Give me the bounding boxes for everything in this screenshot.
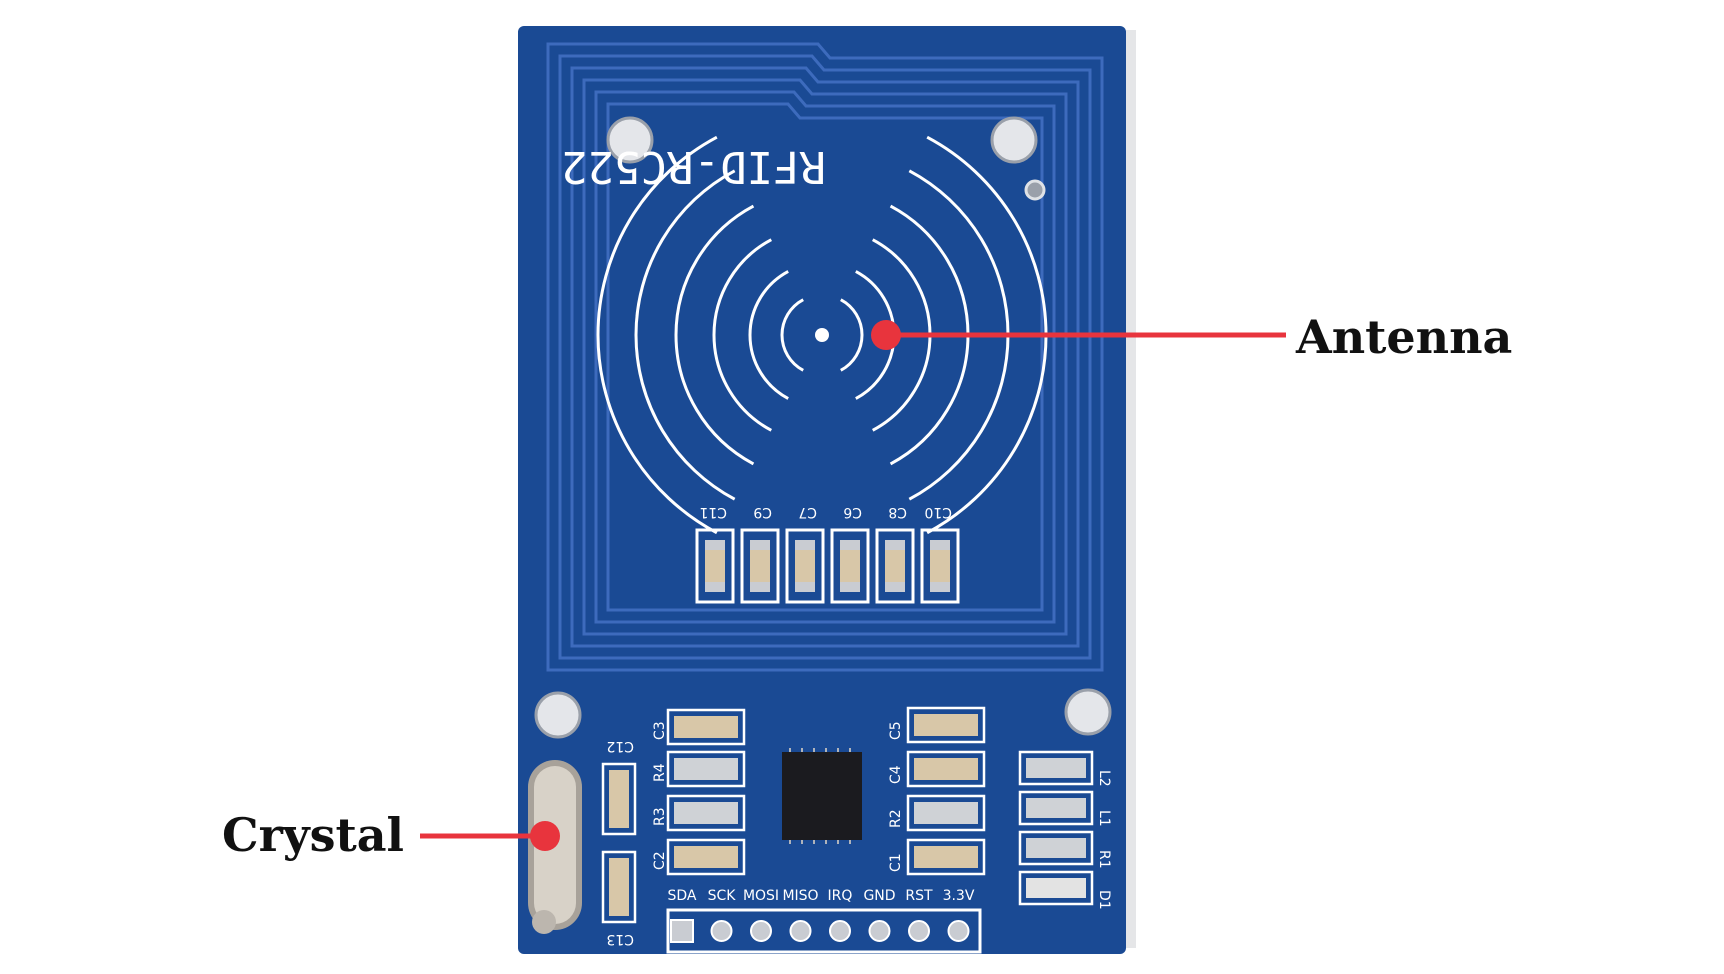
smd-part: C5	[888, 706, 986, 744]
component-ref: R2	[888, 809, 904, 828]
smd-part: C4	[888, 750, 986, 788]
component-ref: R3	[652, 807, 668, 826]
wave-arc	[596, 135, 718, 535]
board-title: RFID-RC522	[561, 141, 826, 192]
capacitor-ref: C11	[699, 504, 727, 520]
header-pin: GND	[863, 888, 896, 942]
component-ref: C1	[888, 853, 904, 872]
pin-label: RST	[905, 888, 933, 904]
smd-part: C12	[601, 738, 637, 836]
smd-part: C2	[652, 838, 746, 876]
component-ref: C12	[606, 738, 634, 754]
capacitor-ref: C6	[843, 504, 862, 520]
antenna-capacitor: C9	[740, 504, 780, 604]
antenna-capacitor: C11	[695, 504, 735, 604]
component-ref: R1	[1096, 850, 1112, 869]
smd-part: C1	[888, 838, 986, 876]
antenna-capacitor: C10	[920, 504, 960, 604]
component-ref: R4	[652, 763, 668, 782]
antenna-capacitor: C8	[875, 504, 915, 604]
antenna-loop	[546, 42, 1104, 672]
smd-part: L2	[1018, 750, 1112, 787]
smd-part: R1	[1018, 830, 1112, 869]
component-ref: D1	[1096, 890, 1112, 910]
header-pin: SDA	[668, 888, 697, 943]
antenna-label: Antenna	[1296, 310, 1513, 364]
smd-part: L1	[1018, 790, 1112, 827]
pin-label: 3.3V	[943, 888, 975, 904]
antenna-capacitor: C6	[830, 504, 870, 604]
header-pin: IRQ	[828, 888, 853, 942]
header-pin: SCK	[708, 888, 737, 942]
pin-label: SDA	[668, 888, 697, 904]
component-ref: C2	[652, 851, 668, 870]
wave-arc	[840, 298, 864, 372]
capacitor-ref: C8	[888, 504, 907, 520]
capacitor-ref: C10	[924, 504, 952, 520]
component-ref: C13	[606, 931, 634, 947]
header-pin: MOSI	[743, 888, 779, 942]
header-pin: RST	[905, 888, 933, 942]
wave-arc	[780, 298, 804, 372]
smd-part: R4	[652, 750, 746, 788]
crystal-pointer	[420, 821, 560, 851]
smd-part: R3	[652, 794, 746, 832]
pin-label: GND	[863, 888, 895, 904]
capacitor-ref: C9	[753, 504, 772, 520]
pin-label: MOSI	[743, 888, 779, 904]
mounting-holes	[534, 116, 1112, 739]
header-pin: MISO	[782, 888, 819, 942]
capacitor-ref: C7	[798, 504, 817, 520]
antenna-pointer	[871, 320, 1286, 350]
wave-arc	[674, 204, 755, 466]
header-pin: 3.3V	[943, 888, 975, 942]
crystal-label: Crystal	[222, 808, 405, 862]
smd-part: D1	[1018, 870, 1112, 910]
wave-arc	[748, 270, 789, 400]
wave-arc	[712, 238, 773, 432]
pin-label: MISO	[782, 888, 818, 904]
rc522-chip	[782, 748, 862, 844]
component-ref: L2	[1096, 770, 1112, 787]
component-ref: C4	[888, 765, 904, 784]
smd-part: C3	[652, 708, 746, 746]
component-ref: L1	[1096, 810, 1112, 827]
antenna-capacitor: C7	[785, 504, 825, 604]
antenna-center-dot	[815, 328, 829, 342]
antenna-capacitor-row: C11 C9 C7 C6 C8 C10	[695, 504, 960, 604]
smd-part: C13	[601, 850, 637, 947]
smd-part: R2	[888, 794, 986, 832]
pin-label: IRQ	[828, 888, 853, 904]
component-ref: C5	[888, 721, 904, 740]
component-ref: C3	[652, 721, 668, 740]
wave-arc	[634, 169, 736, 501]
pin-label: SCK	[708, 888, 737, 904]
